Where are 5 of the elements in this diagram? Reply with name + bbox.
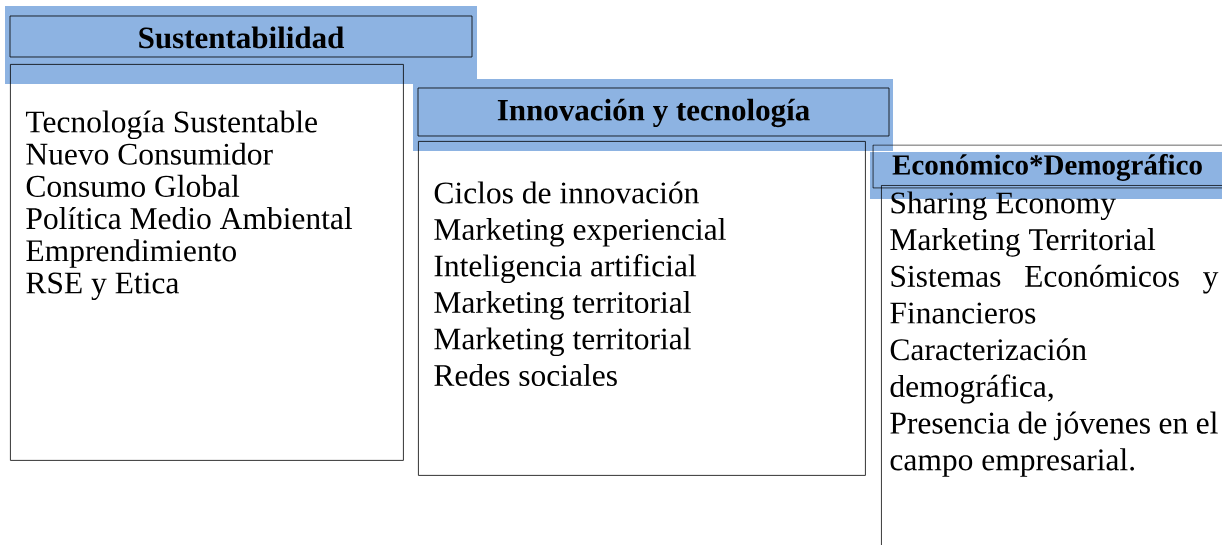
- text-box: Sharing Economy Marketing Territorial Sistemas Económicos y Financieros Caracterización demográfica, Presencia de jóvenes en el campo empresarial.: [881, 185, 1222, 545]
- header-band: Innovación y tecnología: [413, 79, 893, 151]
- text-box: Ciclos de innovación Marketing experiencial Inteligencia artificial Marketing territorial Marketing territorial Redes sociales: [418, 141, 866, 476]
- header-band: Sustentabilidad: [5, 6, 477, 84]
- text-box: Tecnología Sustentable Nuevo Consumidor Consumo Global Política Medio Ambiental Emprendimiento RSE y Etica: [10, 64, 404, 461]
